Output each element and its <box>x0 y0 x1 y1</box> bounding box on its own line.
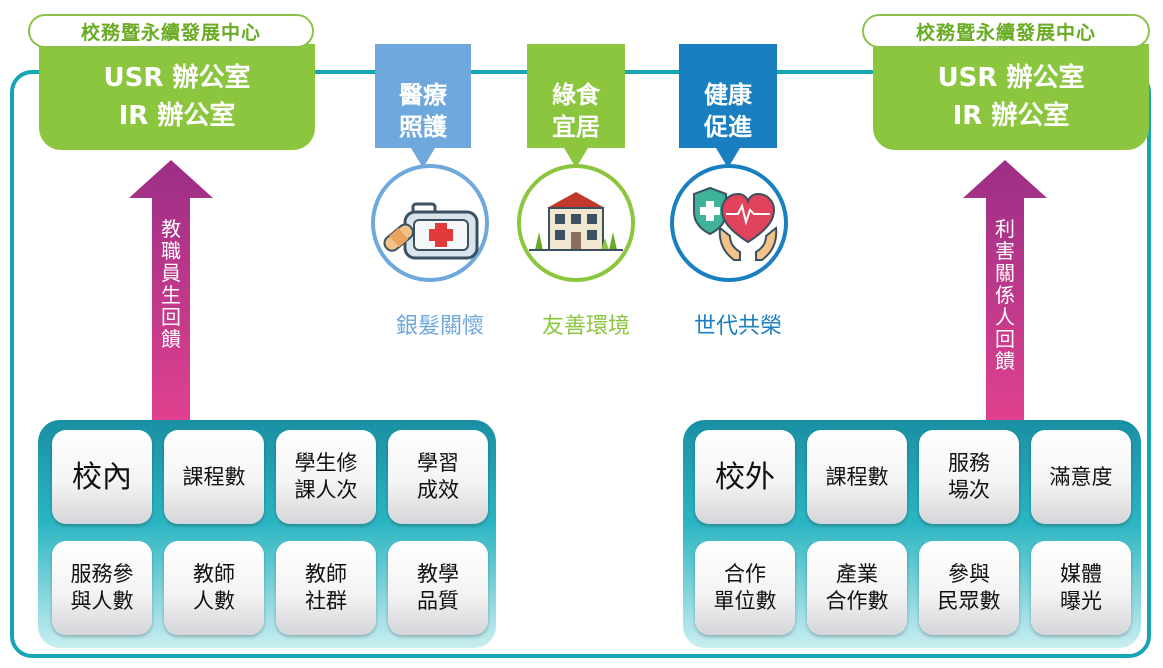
left-card-service: 服務參 與人數 <box>52 541 152 635</box>
theme-caption-green: 友善環境 <box>541 314 630 339</box>
left-office-line1: USR 辦公室 <box>103 63 251 93</box>
right-card-satisfaction: 滿意度 <box>1031 430 1131 524</box>
right-card-participants: 參與 民眾數 <box>919 541 1019 635</box>
left-arrow-label: 教職員生回饋 <box>161 217 181 351</box>
right-indicator-panel: 校外 課程數 服務 場次 滿意度 合作 單位數 產業 合作數 參與 民眾數 媒體… <box>683 420 1141 648</box>
building-trees-icon <box>529 192 623 251</box>
right-center-label: 校務暨永續發展中心 <box>862 14 1150 48</box>
left-card-enrollment: 學生修 課人次 <box>276 430 376 524</box>
theme-banner-green-text: 綠食宜居 <box>552 81 600 141</box>
left-office-line2: IR 辦公室 <box>118 101 236 131</box>
theme-circle-health <box>670 164 788 282</box>
right-card-industry: 產業 合作數 <box>807 541 907 635</box>
right-feedback-arrow <box>963 160 1047 422</box>
theme-caption-health: 世代共榮 <box>693 314 782 339</box>
theme-banner-health-text: 健康促進 <box>704 81 752 141</box>
left-office-box: USR 辦公室 IR 辦公室 <box>39 44 315 150</box>
right-card-courses: 課程數 <box>807 430 907 524</box>
left-center-label: 校務暨永續發展中心 <box>28 14 314 48</box>
left-indicator-panel: 校內 課程數 學生修 課人次 學習 成效 服務參 與人數 教師 人數 教師 社群… <box>38 420 496 648</box>
right-card-sessions: 服務 場次 <box>919 430 1019 524</box>
medical-kit-icon <box>383 202 479 260</box>
theme-circle-medical <box>371 164 489 282</box>
left-card-campus: 校內 <box>52 430 152 524</box>
right-card-partners: 合作 單位數 <box>695 541 795 635</box>
left-card-community: 教師 社群 <box>276 541 376 635</box>
theme-caption-medical: 銀髮關懷 <box>395 314 484 339</box>
left-card-courses: 課程數 <box>164 430 264 524</box>
right-office-line2: IR 辦公室 <box>952 101 1070 131</box>
left-card-teachers: 教師 人數 <box>164 541 264 635</box>
left-card-quality: 教學 品質 <box>388 541 488 635</box>
heart-hands-icon <box>693 186 778 261</box>
right-office-box: USR 辦公室 IR 辦公室 <box>873 44 1149 150</box>
right-office-line1: USR 辦公室 <box>937 63 1085 93</box>
theme-circle-green <box>517 164 635 282</box>
theme-banner-medical <box>375 44 471 168</box>
theme-banner-medical-text: 醫療照護 <box>399 81 447 141</box>
left-feedback-arrow <box>129 160 213 422</box>
right-card-external: 校外 <box>695 430 795 524</box>
right-card-media: 媒體 曝光 <box>1031 541 1131 635</box>
theme-banner-health <box>679 44 777 168</box>
left-card-learning: 學習 成效 <box>388 430 488 524</box>
theme-banner-green <box>527 44 625 168</box>
right-arrow-label: 利害關係人回饋 <box>995 217 1015 373</box>
